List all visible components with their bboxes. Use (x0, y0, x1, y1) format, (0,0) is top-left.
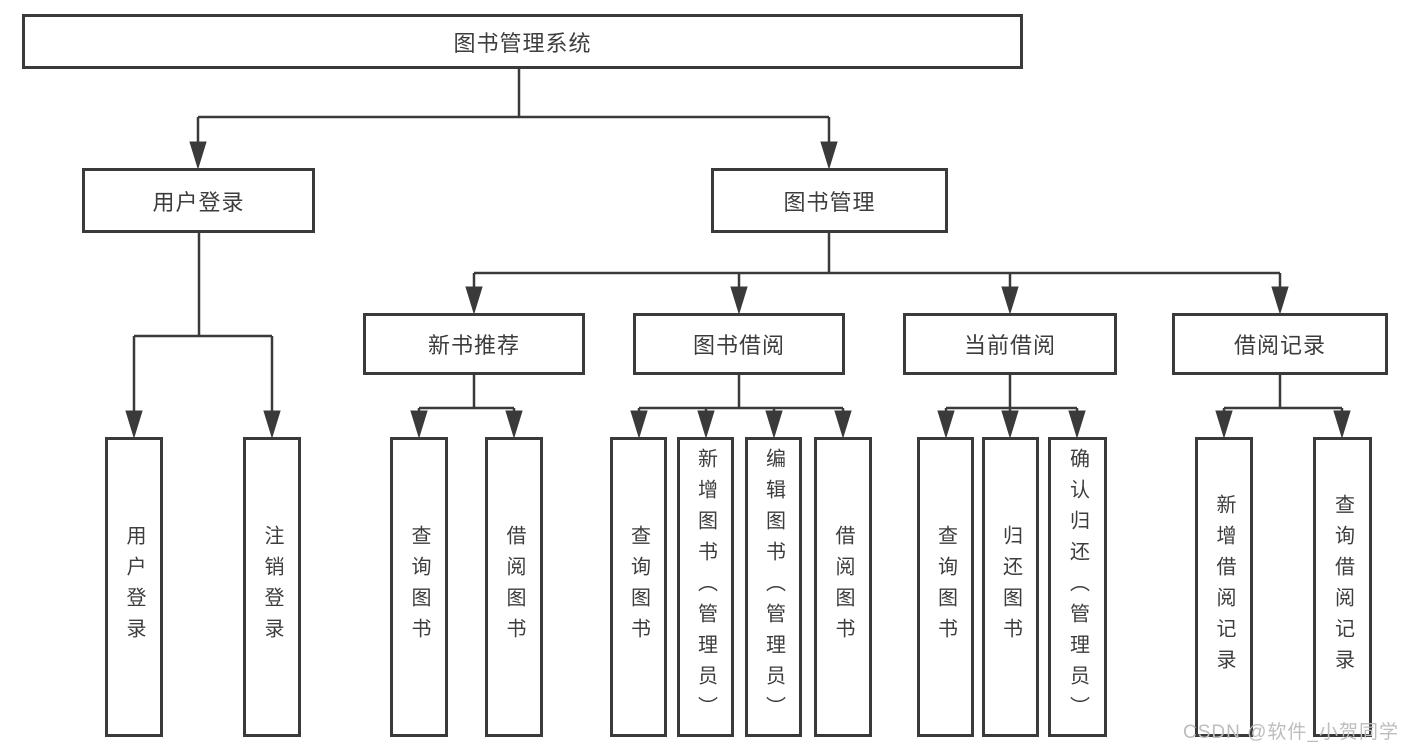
node-book-borrow: 图书借阅 (633, 313, 845, 375)
leaf-records-add-record: 新增借阅记录 (1195, 437, 1253, 737)
leaf-recommend-query-book-label: 查询图书 (408, 525, 430, 649)
node-new-book-recommend-label: 新书推荐 (427, 333, 520, 358)
leaf-current-query-book: 查询图书 (917, 437, 974, 737)
leaf-recommend-query-book: 查询图书 (390, 437, 448, 737)
leaf-recommend-borrow-book-label: 借阅图书 (503, 525, 525, 649)
leaf-records-query-record-label: 查询借阅记录 (1331, 494, 1354, 680)
node-book-borrow-label: 图书借阅 (692, 333, 785, 358)
leaf-user-login-label: 用户登录 (123, 525, 145, 649)
leaf-records-query-record: 查询借阅记录 (1313, 437, 1372, 737)
leaf-current-return-book: 归还图书 (982, 437, 1039, 737)
leaf-borrow-query-book-label: 查询图书 (627, 525, 650, 649)
leaf-borrow-add-book-admin: 新增图书（管理员） (677, 437, 734, 737)
node-new-book-recommend: 新书推荐 (363, 313, 585, 375)
node-library-system: 图书管理系统 (22, 14, 1023, 69)
node-book-management: 图书管理 (711, 168, 948, 233)
leaf-borrow-add-book-admin-label: 新增图书（管理员） (694, 447, 717, 727)
leaf-current-confirm-return-admin: 确认归还（管理员） (1048, 437, 1107, 737)
node-book-management-label: 图书管理 (783, 189, 876, 215)
node-borrow-records-label: 借阅记录 (1233, 333, 1326, 358)
leaf-current-confirm-return-admin-label: 确认归还（管理员） (1066, 447, 1089, 727)
leaf-borrow-edit-book-admin: 编辑图书（管理员） (745, 437, 802, 737)
leaf-current-query-book-label: 查询图书 (934, 525, 957, 649)
leaf-logout-login: 注销登录 (243, 437, 301, 737)
leaf-user-login: 用户登录 (105, 437, 163, 737)
leaf-records-add-record-label: 新增借阅记录 (1213, 494, 1235, 680)
leaf-logout-login-label: 注销登录 (261, 525, 283, 649)
node-borrow-records: 借阅记录 (1172, 313, 1388, 375)
node-library-system-label: 图书管理系统 (453, 30, 592, 56)
leaf-borrow-borrow-book-label: 借阅图书 (832, 525, 854, 649)
leaf-borrow-query-book: 查询图书 (610, 437, 667, 737)
leaf-recommend-borrow-book: 借阅图书 (485, 437, 543, 737)
node-current-borrow: 当前借阅 (903, 313, 1117, 375)
node-user-login: 用户登录 (82, 168, 315, 233)
node-user-login-label: 用户登录 (152, 189, 245, 215)
leaf-current-return-book-label: 归还图书 (999, 525, 1022, 649)
csdn-watermark: CSDN @软件_小贺同学 (1183, 722, 1399, 743)
leaf-borrow-borrow-book: 借阅图书 (814, 437, 872, 737)
leaf-borrow-edit-book-admin-label: 编辑图书（管理员） (762, 447, 785, 727)
node-current-borrow-label: 当前借阅 (963, 333, 1056, 358)
